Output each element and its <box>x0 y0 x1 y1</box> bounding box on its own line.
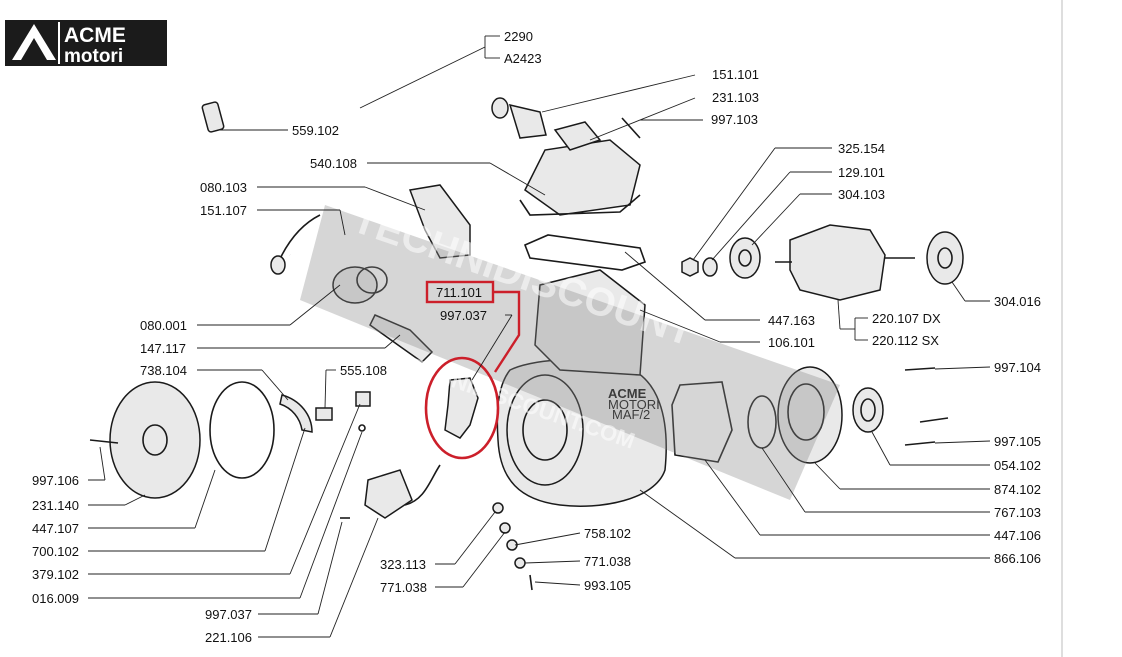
part-label-447-106: 447.106 <box>994 528 1041 543</box>
highlight-ellipse <box>424 356 500 460</box>
part-label-997-106: 997.106 <box>32 473 79 488</box>
parts-drawing: ACME MOTORI MAF/2 <box>89 88 964 591</box>
part-label-738-104: 738.104 <box>140 363 187 378</box>
part-label-016-009: 016.009 <box>32 591 79 606</box>
part-label-080-103: 080.103 <box>200 180 247 195</box>
part-label-997-104: 997.104 <box>994 360 1041 375</box>
part-label-151-101: 151.101 <box>712 67 759 82</box>
part-label-993-105: 993.105 <box>584 578 631 593</box>
part-label-129-101: 129.101 <box>838 165 885 180</box>
logo-subtitle: motori <box>64 46 123 67</box>
part-label-231-103: 231.103 <box>712 90 759 105</box>
part-label-220-107-dx: 220.107 DX <box>872 311 941 326</box>
part-label-147-117: 147.117 <box>140 341 186 356</box>
leader-lines <box>88 35 991 638</box>
part-label-874-102: 874.102 <box>994 482 1041 497</box>
part-label-304-103: 304.103 <box>838 187 885 202</box>
part-label-a2423: A2423 <box>504 51 542 66</box>
logo-triangle-icon <box>12 24 56 60</box>
part-label-866-106: 866.106 <box>994 551 1041 566</box>
part-label-540-108: 540.108 <box>310 156 357 171</box>
part-label-711-101: 711.101 <box>436 285 482 300</box>
part-label-323-113: 323.113 <box>380 557 426 572</box>
part-label-231-140: 231.140 <box>32 498 79 513</box>
part-label-997-105: 997.105 <box>994 434 1041 449</box>
part-label-2290: 2290 <box>504 29 533 44</box>
part-label-559-102: 559.102 <box>292 123 339 138</box>
part-label-758-102: 758.102 <box>584 526 631 541</box>
part-label-555-108: 555.108 <box>340 363 387 378</box>
part-label-106-101: 106.101 <box>768 335 815 350</box>
acme-logo: ACME motori <box>5 20 167 67</box>
part-label-447-107: 447.107 <box>32 521 79 536</box>
logo-brand: ACME <box>64 24 126 47</box>
engine-marking-line2: MOTORI <box>608 397 660 412</box>
part-label-054-102: 054.102 <box>994 458 1041 473</box>
part-labels: 2290 A2423 151.101 231.103 997.103 559.1… <box>32 29 1041 645</box>
part-label-771-038-right: 771.038 <box>584 554 631 569</box>
part-label-304-016: 304.016 <box>994 294 1041 309</box>
part-label-151-107: 151.107 <box>200 203 247 218</box>
engine-marking-line1: ACME <box>608 386 647 401</box>
part-label-767-103: 767.103 <box>994 505 1041 520</box>
part-label-221-106: 221.106 <box>205 630 252 645</box>
part-label-700-102: 700.102 <box>32 544 79 559</box>
part-label-997-037-bottom: 997.037 <box>205 607 252 622</box>
part-label-997-103: 997.103 <box>711 112 758 127</box>
part-label-997-037-top: 997.037 <box>440 308 487 323</box>
part-label-080-001: 080.001 <box>140 318 187 333</box>
engine-marking-line3: MAF/2 <box>612 407 650 422</box>
part-label-379-102: 379.102 <box>32 567 79 582</box>
part-label-220-112-sx: 220.112 SX <box>872 333 939 348</box>
part-label-325-154: 325.154 <box>838 141 885 156</box>
part-label-447-163: 447.163 <box>768 313 815 328</box>
part-label-771-038-left: 771.038 <box>380 580 427 595</box>
highlight-marker <box>424 280 521 460</box>
